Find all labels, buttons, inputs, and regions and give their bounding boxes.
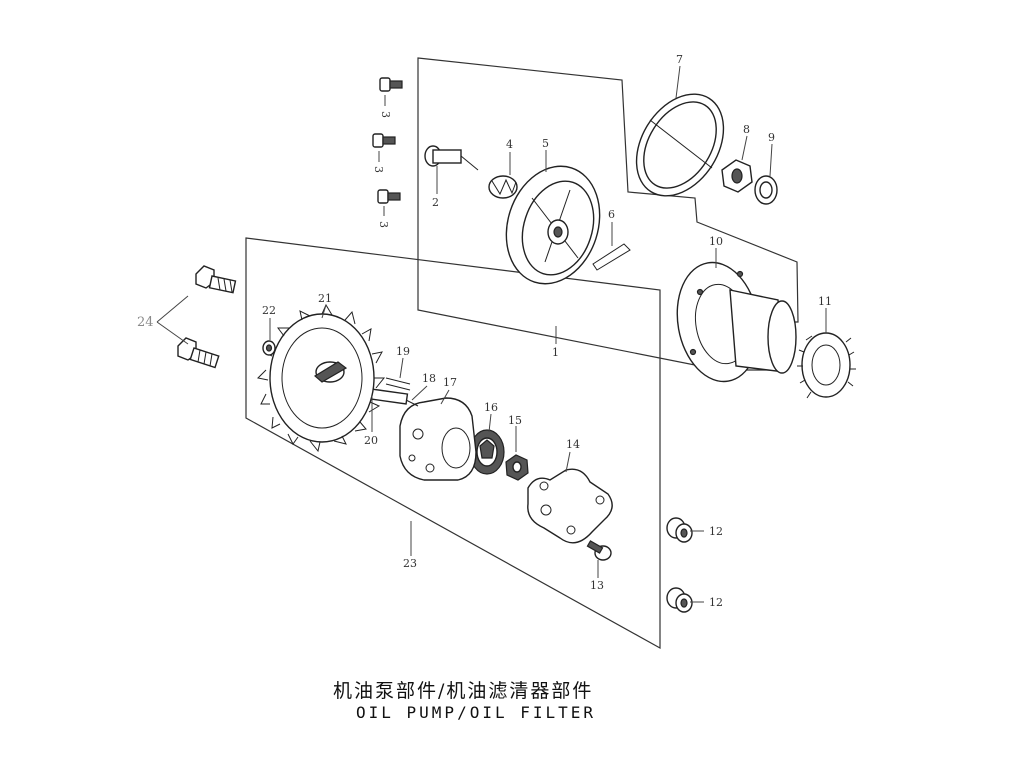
washer-22 [262, 340, 276, 356]
pump-body-17 [399, 397, 477, 481]
nut-8 [721, 159, 753, 193]
label-part-18: 18 [422, 372, 436, 385]
label-part-16: 16 [484, 401, 498, 414]
washer-9 [754, 175, 778, 205]
label-part-24: 24 [137, 315, 154, 330]
bolt-24-lower [177, 337, 220, 369]
pin-2 [424, 145, 479, 171]
screw-13 [586, 540, 612, 561]
label-part-3-bottom: 3 [377, 221, 390, 228]
label-part-12-lower: 12 [709, 596, 723, 609]
gear-21 [256, 303, 386, 453]
label-part-3-top: 3 [379, 111, 392, 118]
label-part-14: 14 [566, 438, 580, 451]
caption-english: OIL PUMP/OIL FILTER [356, 703, 597, 722]
label-part-15: 15 [508, 414, 522, 427]
pin-19 [385, 377, 411, 391]
bolt-3-middle [372, 133, 396, 148]
clip-6 [592, 243, 631, 271]
label-part-19: 19 [396, 345, 410, 358]
label-part-11: 11 [818, 295, 832, 308]
inner-rotor-15 [505, 454, 529, 481]
label-part-17: 17 [443, 376, 457, 389]
bolt-3-bottom [377, 189, 401, 204]
outer-rotor-16 [469, 429, 505, 475]
label-part-20: 20 [364, 434, 378, 447]
label-part-7: 7 [676, 53, 683, 66]
bolt-3-top [379, 77, 403, 92]
label-part-12-upper: 12 [709, 525, 723, 538]
label-part-21: 21 [318, 292, 332, 305]
gasket-7 [635, 93, 725, 197]
flange-shaft-10 [676, 261, 797, 383]
bolt-24-upper [195, 265, 237, 294]
label-part-8: 8 [743, 123, 750, 136]
group-frame-upper [417, 57, 799, 371]
label-part-10: 10 [709, 235, 723, 248]
label-part-9: 9 [768, 131, 775, 144]
label-part-1: 1 [552, 346, 559, 359]
label-part-6: 6 [608, 208, 615, 221]
dowel-12-upper [666, 517, 693, 543]
rotor-housing-5 [505, 165, 601, 285]
label-part-5: 5 [542, 137, 549, 150]
label-part-13: 13 [590, 579, 604, 592]
label-part-23: 23 [403, 557, 417, 570]
label-part-22: 22 [262, 304, 276, 317]
dowel-12-lower [666, 587, 693, 613]
label-part-2: 2 [432, 196, 439, 209]
pump-cover-14 [527, 468, 613, 544]
label-part-4: 4 [506, 138, 513, 151]
leader-lines [156, 65, 827, 603]
label-part-3-middle: 3 [372, 166, 385, 173]
spring-4 [488, 175, 518, 199]
caption-chinese: 机油泵部件/机油滤清器部件 [333, 680, 594, 702]
gear-11 [797, 332, 856, 399]
